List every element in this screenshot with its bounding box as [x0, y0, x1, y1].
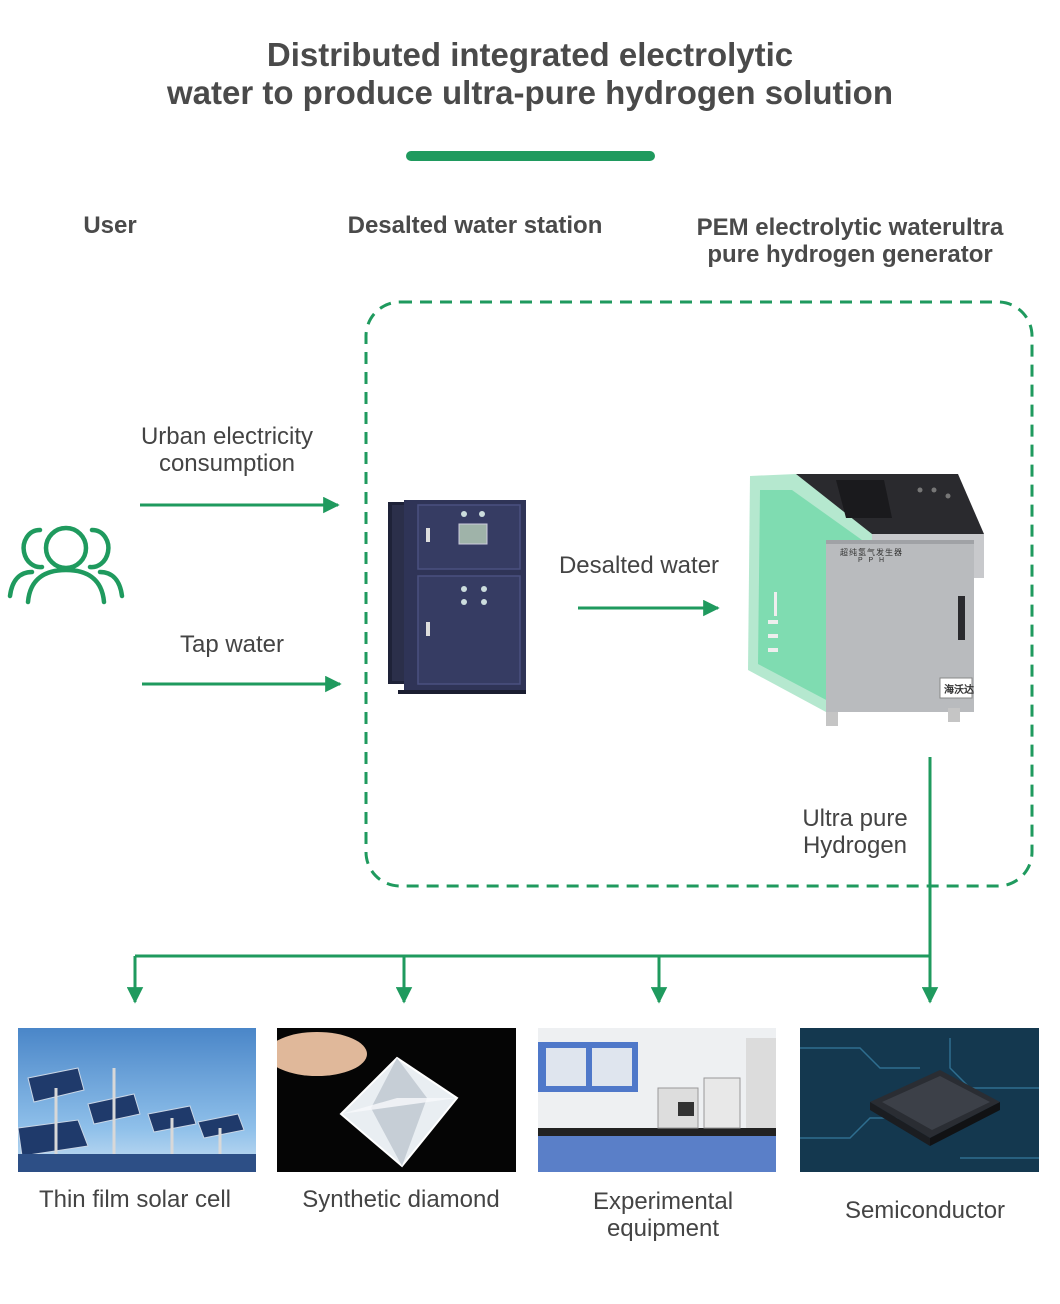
title-line-1: Distributed integrated electrolytic	[266, 36, 794, 73]
label-electricity-line-1: Urban electricity	[140, 423, 314, 450]
caption-equipment-line-2: equipment	[606, 1215, 720, 1242]
generator-brand-label: 海沃达	[944, 685, 974, 696]
generator-model-label: P P H	[858, 557, 887, 564]
caption-diamond-line-1: Synthetic diamond	[302, 1186, 500, 1213]
label-ultra-pure-hydrogen: Ultra pure Hydrogen	[780, 805, 930, 859]
semiconductor-photo	[800, 1028, 1039, 1172]
generator-header-line-1: PEM electrolytic waterultra	[696, 214, 1004, 241]
column-header-station: Desalted water station	[347, 212, 603, 239]
column-header-user: User	[83, 212, 137, 239]
synthetic-diamond-photo	[277, 1028, 516, 1172]
hydrogen-generator-image	[748, 474, 984, 726]
label-tap-water: Tap water	[179, 631, 285, 658]
label-electricity-line-2: consumption	[158, 450, 296, 477]
caption-equipment-line-1: Experimental	[592, 1188, 734, 1215]
caption-synthetic-diamond: Synthetic diamond	[272, 1186, 530, 1213]
generator-header-line-2: pure hydrogen generator	[707, 241, 993, 268]
desalted-water-station-image	[388, 500, 526, 694]
title-underline	[406, 151, 655, 161]
label-desalted-water: Desalted water	[558, 552, 720, 579]
experimental-equipment-photo	[538, 1028, 776, 1172]
label-electricity: Urban electricity consumption	[110, 423, 344, 477]
page-title: Distributed integrated electrolytic wate…	[0, 36, 1060, 112]
label-hydrogen-line-1: Ultra pure	[802, 805, 908, 832]
user-group-icon	[7, 525, 125, 605]
generator-chinese-label: 超纯氢气发生器	[840, 548, 903, 557]
label-hydrogen-line-2: Hydrogen	[802, 832, 908, 859]
caption-solar-line-1: Thin film solar cell	[38, 1186, 232, 1213]
caption-solar-cell: Thin film solar cell	[10, 1186, 260, 1213]
caption-semiconductor-line-1: Semiconductor	[844, 1197, 1006, 1224]
title-line-2: water to produce ultra-pure hydrogen sol…	[166, 74, 894, 111]
column-header-generator: PEM electrolytic waterultra pure hydroge…	[660, 214, 1040, 268]
caption-semiconductor: Semiconductor	[810, 1197, 1040, 1224]
caption-experimental-equipment: Experimental equipment	[548, 1188, 778, 1242]
solar-cell-photo	[18, 1028, 256, 1172]
system-boundary	[364, 300, 1034, 888]
